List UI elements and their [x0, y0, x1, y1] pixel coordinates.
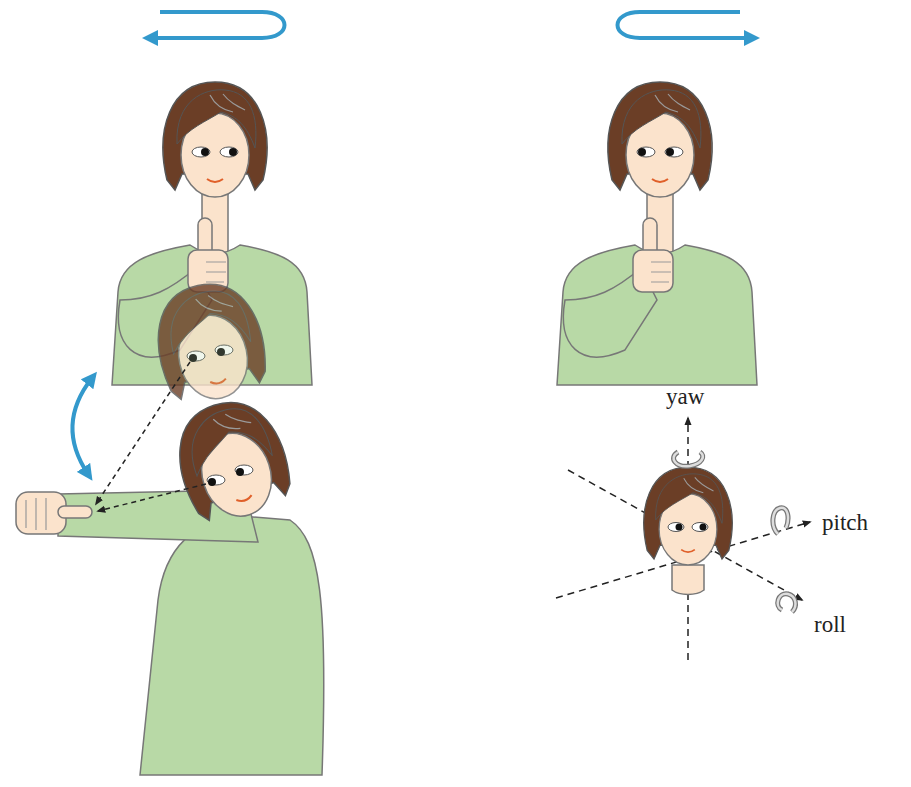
finger-lines — [26, 498, 46, 530]
head-figure — [644, 467, 732, 594]
head-figure — [165, 389, 299, 530]
faded-head — [147, 275, 273, 409]
head-figure — [163, 82, 267, 197]
thumb — [58, 506, 92, 518]
axis-label: yaw — [666, 384, 704, 409]
gaze-line — [98, 484, 206, 511]
axis-label: roll — [814, 612, 846, 637]
pitch-arrow — [72, 378, 92, 474]
gaze-line — [96, 362, 190, 504]
torso — [140, 516, 324, 775]
yaw-arrow — [618, 12, 753, 38]
axes — [556, 418, 810, 660]
torso-figure — [557, 185, 757, 385]
axis-label: pitch — [822, 510, 868, 535]
head-figure — [608, 82, 712, 197]
rotation-symbol-highlight — [674, 452, 796, 612]
eyes — [637, 147, 683, 157]
eyes — [192, 147, 238, 157]
yaw-arrow — [150, 12, 285, 38]
rotation-symbol — [674, 452, 796, 612]
